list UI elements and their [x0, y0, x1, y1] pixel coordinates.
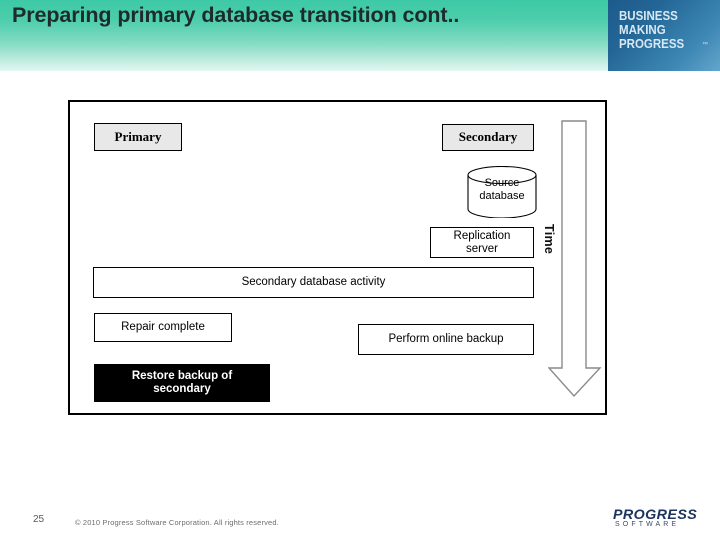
slide-header-bar: Preparing primary database transition co… — [0, 0, 720, 71]
restore-backup-of-secondary-box: Restore backup of secondary — [94, 364, 270, 402]
progress-wordmark: PROGRESS — [613, 506, 698, 522]
trademark-symbol: ™ — [702, 42, 708, 48]
page-number: 25 — [33, 514, 45, 525]
page-title: Preparing primary database transition co… — [12, 3, 460, 27]
restore-backup-line2: secondary — [153, 383, 211, 395]
column-header-secondary: Secondary — [442, 124, 534, 151]
secondary-database-activity-box: Secondary database activity — [93, 267, 534, 298]
brand-line-business: BUSINESS — [619, 9, 678, 23]
repair-complete-box: Repair complete — [94, 313, 232, 342]
source-database-label-line1: Source — [484, 177, 520, 189]
replication-server-box: Replication server — [430, 227, 534, 258]
brand-logo: BUSINESS MAKING PROGRESS ™ — [608, 0, 720, 71]
replication-server-line2: server — [466, 242, 498, 255]
perform-online-backup-box: Perform online backup — [358, 324, 534, 355]
software-wordmark: SOFTWARE — [615, 521, 680, 528]
source-database-label-line2: database — [479, 189, 525, 202]
diagram-frame: Primary Secondary Source database Replic… — [68, 100, 607, 415]
progress-software-logo: PROGRESS SOFTWARE — [613, 506, 711, 532]
time-down-arrow-icon — [548, 120, 602, 398]
restore-backup-line1: Restore backup of — [131, 370, 233, 383]
time-axis-label: Time — [542, 224, 556, 255]
source-database-cylinder: Source database — [467, 166, 537, 218]
database-cylinder-icon — [467, 166, 537, 218]
column-header-primary: Primary — [94, 123, 182, 151]
replication-server-line1: Replication — [453, 229, 511, 242]
brand-line-making: MAKING — [619, 23, 666, 37]
brand-line-progress: PROGRESS — [619, 37, 685, 51]
source-database-label: Source database — [467, 177, 537, 202]
copyright-notice: © 2010 Progress Software Corporation. Al… — [75, 518, 279, 527]
